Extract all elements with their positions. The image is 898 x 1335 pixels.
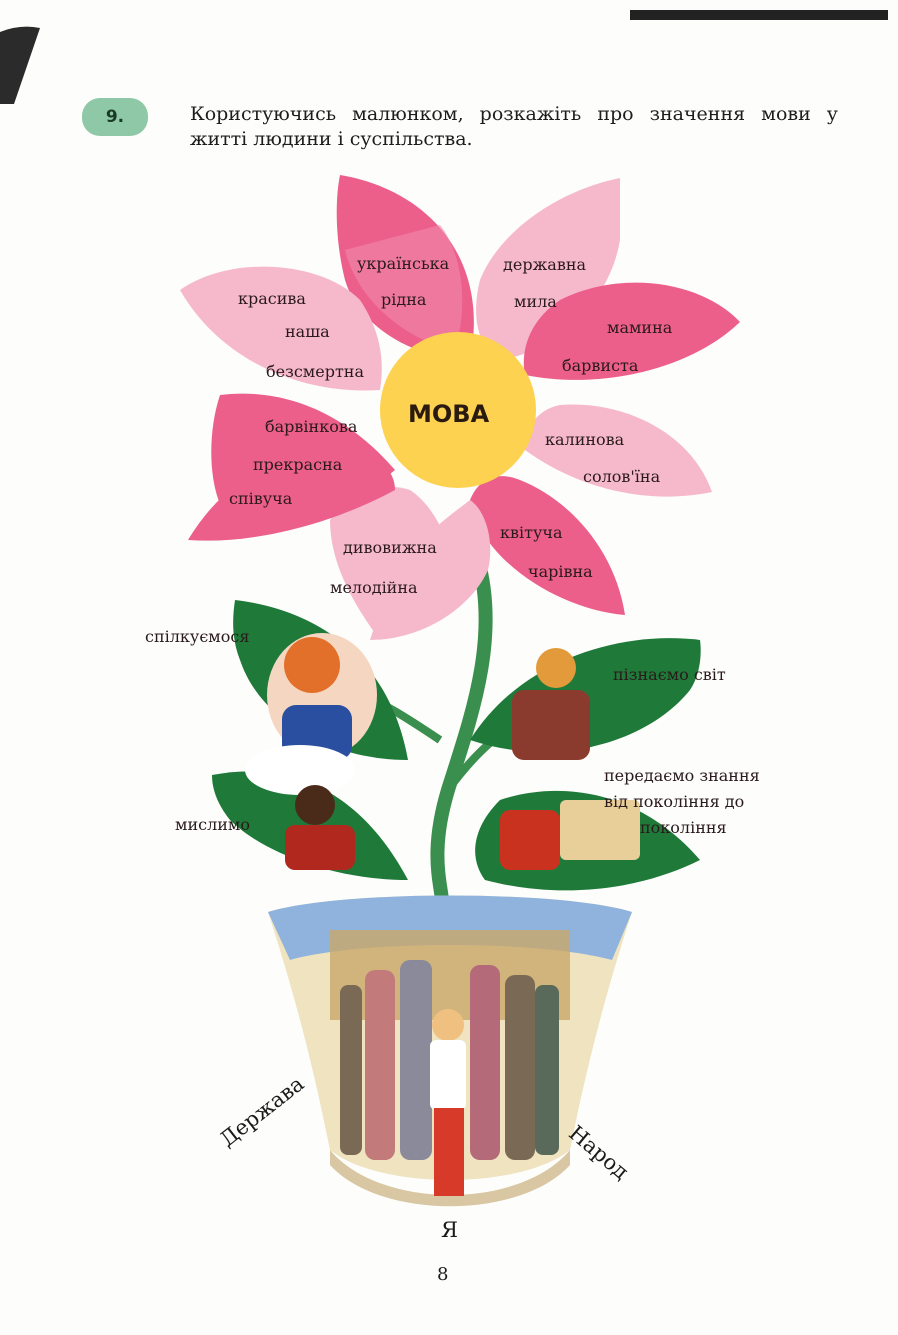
leaf-learn-world [470,638,701,760]
flower-petals [180,175,740,640]
petal-word-krasyva: красива [238,289,306,308]
petal-word-prekrasna: прекрасна [253,455,343,474]
petal-word-spivucha: співуча [229,489,293,508]
petal-word-derzhavna: державна [503,255,587,274]
petal-word-bezsmertna: безсмертна [266,362,364,381]
petal-word-kvitucha: квітуча [500,523,563,542]
petal-word-dyvovyzhna: дивовижна [343,538,437,557]
leaf-label-pass-knowledge-1: передаємо знання [604,766,760,785]
flower-pot [268,895,632,1207]
leaf-label-pass-knowledge-3: покоління [640,818,727,837]
petal-word-ukrainska: українська [357,254,450,273]
leaf-label-think: мислимо [175,815,250,834]
petal-word-barvysta: барвиста [562,356,639,375]
petal-word-nasha: наша [285,322,330,341]
leaf-label-communicate: спілкуємося [145,627,250,646]
leaf-communicate [233,600,408,760]
petal-word-mamyna: мамина [607,318,673,337]
petal-word-barvinkova: барвінкова [265,417,358,436]
flower-stem [430,558,493,901]
scan-edge-left [0,26,40,104]
scan-edge-top [630,10,888,20]
petal-word-kalynova: калинова [545,430,625,449]
page-number: 8 [437,1264,449,1285]
task-text: Користуючись малюнком, розкажіть про зна… [190,103,838,150]
pot-label-me: Я [441,1218,458,1242]
flower-center-word: МОВА [408,400,490,428]
leaf-label-learn-world: пізнаємо світ [613,665,726,684]
leaf-think [212,745,408,880]
leaf-pass-knowledge [475,790,700,891]
petal-word-myla: мила [514,292,557,311]
petal-word-charivna: чарівна [528,562,593,581]
petal-word-solovina: солов'їна [583,467,661,486]
petal-word-ridna: рідна [381,290,427,309]
leaf-label-pass-knowledge-2: від покоління до [604,792,745,811]
flower-center [380,332,536,488]
task-number-badge: 9. [82,98,148,136]
petal-word-melodiina: мелодійна [330,578,418,597]
